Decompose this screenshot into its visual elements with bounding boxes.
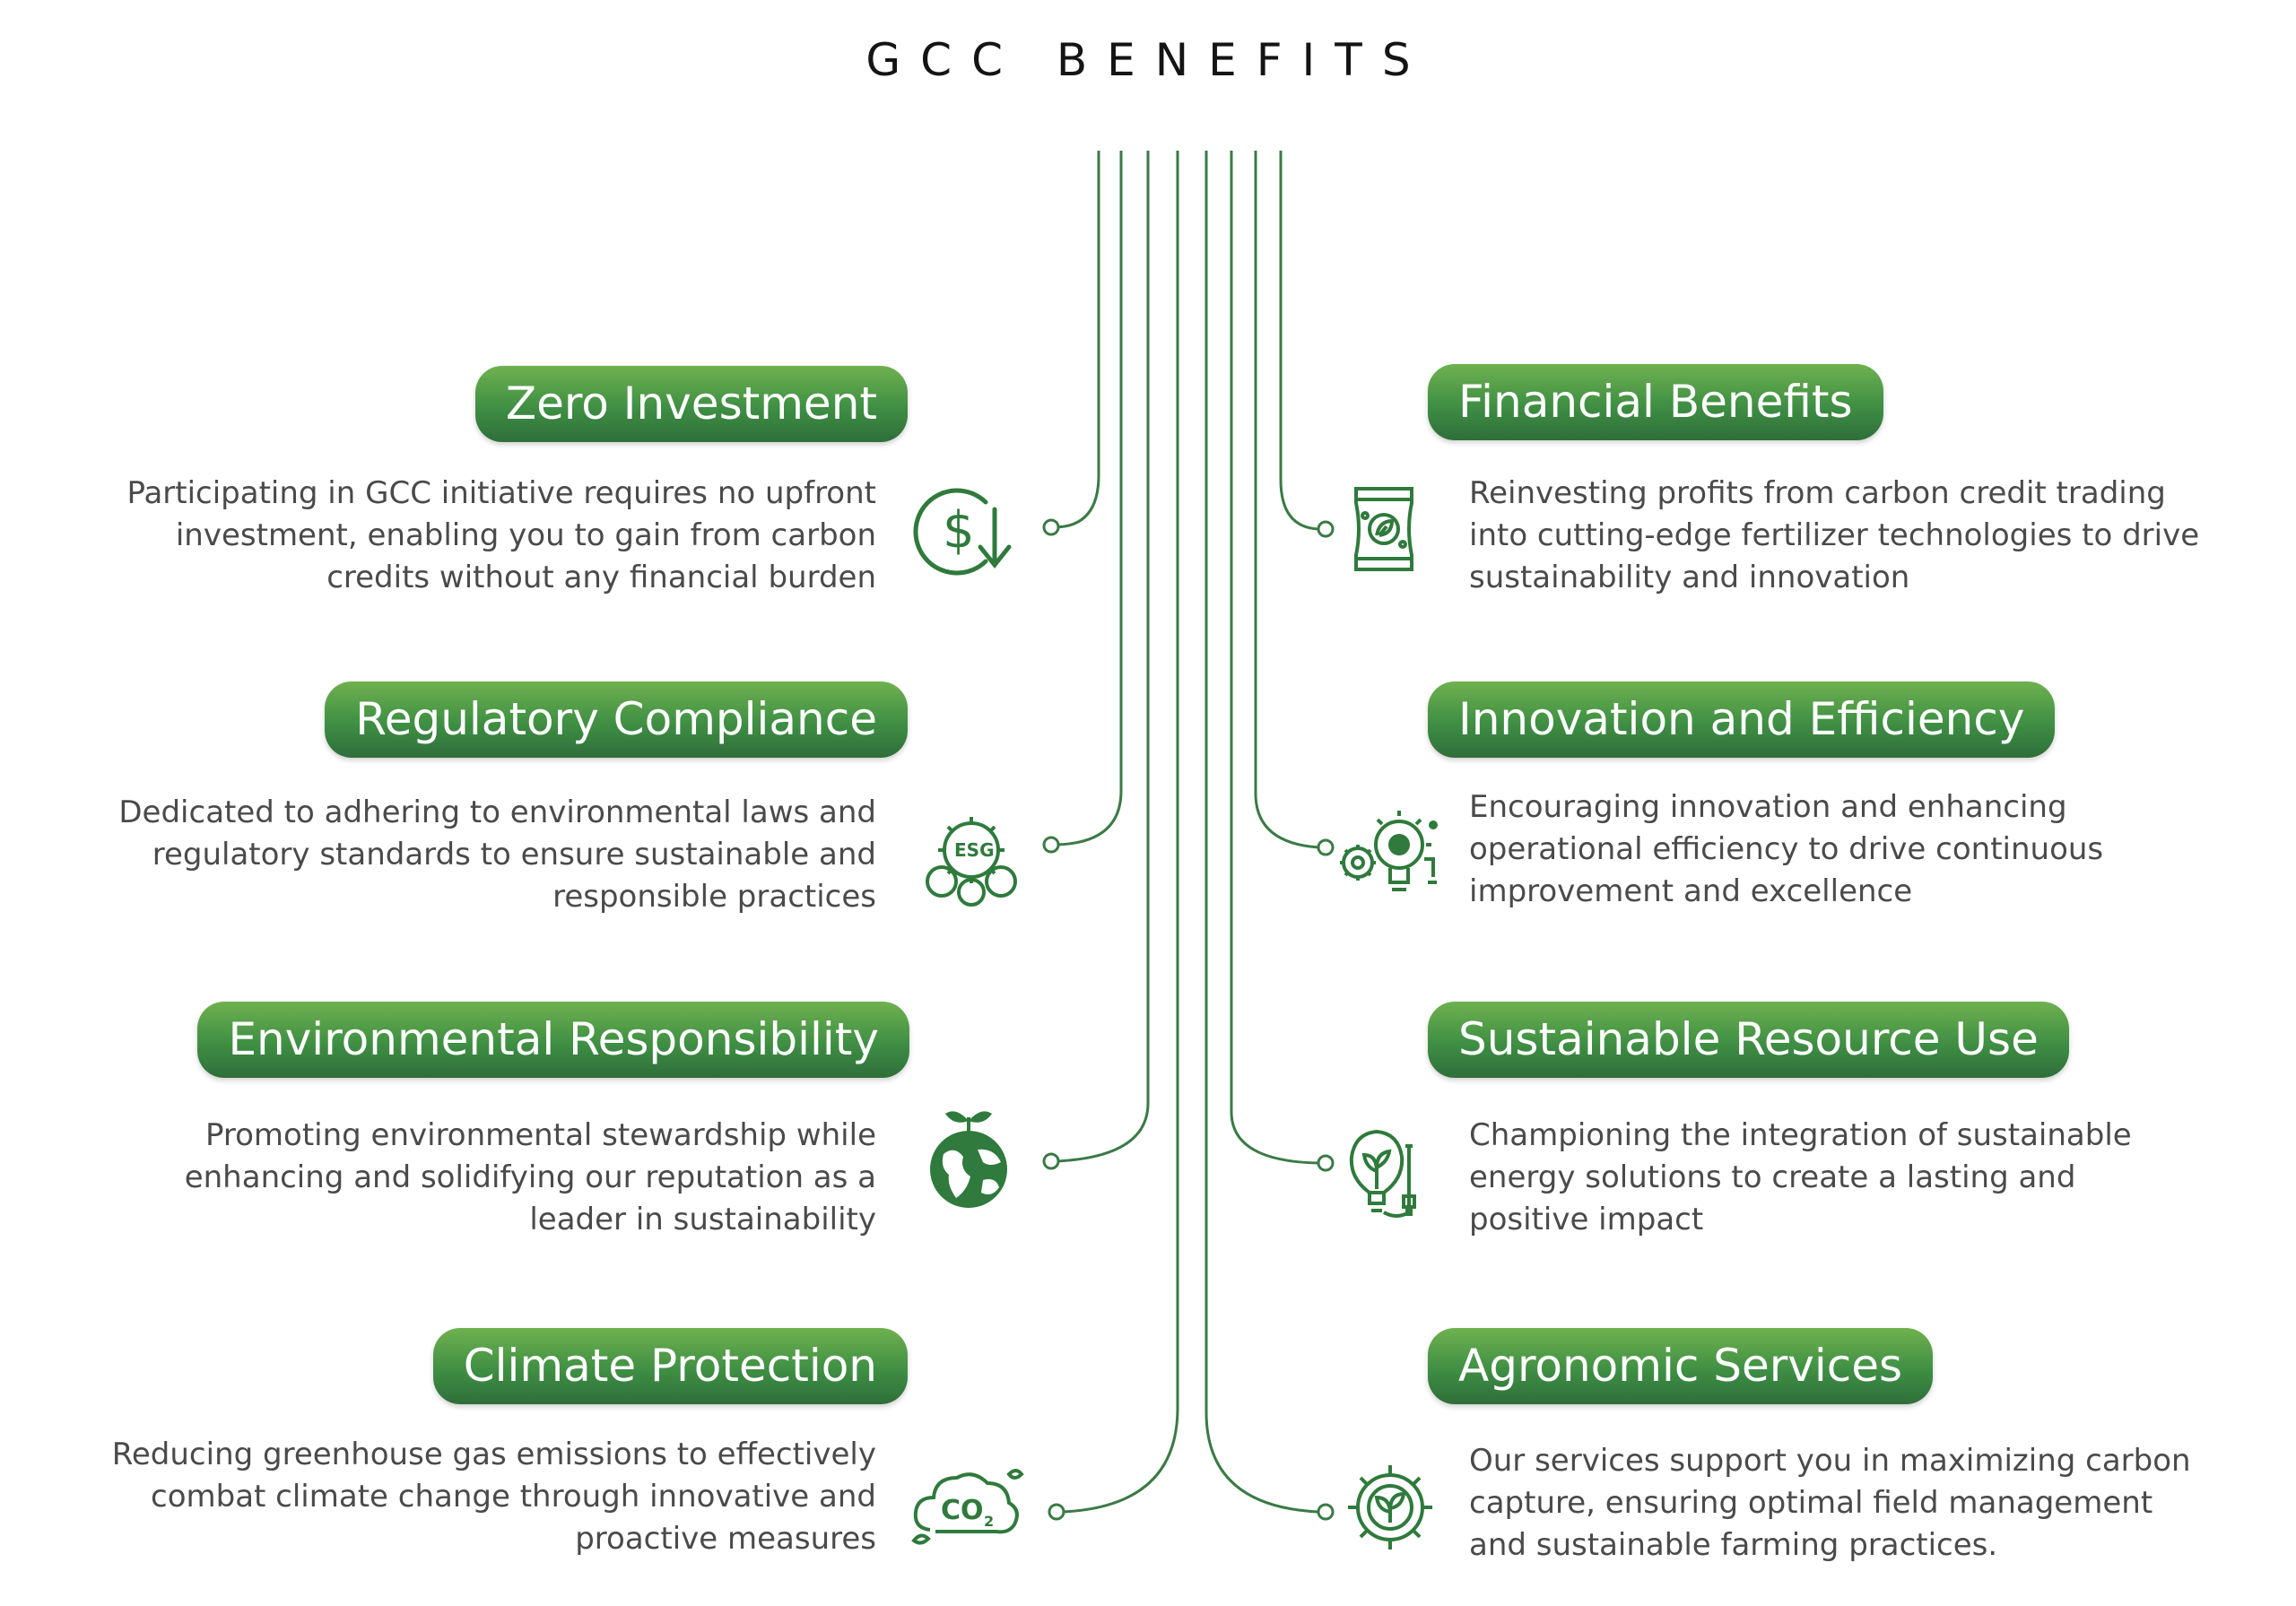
svg-text:ESG: ESG bbox=[954, 839, 994, 861]
zero-investment-title: Zero Investment bbox=[474, 366, 908, 442]
svg-text:CO: CO bbox=[941, 1495, 984, 1526]
regulatory-compliance-title: Regulatory Compliance bbox=[325, 681, 908, 758]
plant-gear-icon bbox=[1348, 1465, 1432, 1550]
connector-sustainable-resource-use bbox=[1230, 151, 1319, 1165]
zero-investment-desc: Participating in GCC initiative requires… bbox=[126, 475, 876, 595]
regulatory-compliance-desc: Dedicated to adhering to environmental l… bbox=[118, 794, 876, 915]
connector-innovation-efficiency bbox=[1254, 151, 1319, 849]
connector-dot-agronomic-services bbox=[1317, 1503, 1335, 1521]
dollar-down-icon: $ bbox=[913, 488, 1012, 576]
connector-dot-financial-benefits bbox=[1317, 520, 1335, 538]
sustainable-resource-use-desc: Championing the integration of sustainab… bbox=[1469, 1117, 2132, 1237]
agronomic-services-title: Agronomic Services bbox=[1428, 1328, 1934, 1404]
connector-dot-zero-investment bbox=[1042, 518, 1060, 536]
financial-benefits-title: Financial Benefits bbox=[1428, 364, 1883, 440]
co2-cloud-icon: CO 2 bbox=[911, 1469, 1024, 1545]
connector-dot-regulatory-compliance bbox=[1042, 836, 1060, 854]
idea-gear-icon bbox=[1340, 811, 1438, 891]
connector-climate-protection bbox=[1062, 151, 1179, 1514]
esg-gear-icon: ESG bbox=[926, 817, 1017, 907]
page-title: GCC BENEFITS bbox=[865, 34, 1431, 86]
connector-dot-sustainable-resource-use bbox=[1317, 1154, 1335, 1172]
sustainable-resource-use-title: Sustainable Resource Use bbox=[1428, 1002, 2069, 1078]
svg-text:2: 2 bbox=[984, 1513, 994, 1530]
fertilizer-bag-icon bbox=[1354, 487, 1413, 571]
connector-dot-environmental-responsibility bbox=[1042, 1152, 1060, 1170]
bulb-plug-icon bbox=[1349, 1129, 1416, 1218]
connector-financial-benefits bbox=[1279, 151, 1319, 531]
climate-protection-title: Climate Protection bbox=[432, 1328, 908, 1404]
climate-protection-desc: Reducing greenhouse gas emissions to eff… bbox=[111, 1437, 876, 1557]
connector-dot-climate-protection bbox=[1048, 1503, 1065, 1521]
innovation-efficiency-title: Innovation and Efficiency bbox=[1428, 681, 2056, 758]
connector-dot-innovation-efficiency bbox=[1317, 838, 1335, 856]
connector-zero-investment bbox=[1053, 151, 1100, 529]
environmental-responsibility-title: Environmental Responsibility bbox=[197, 1002, 909, 1078]
connector-regulatory-compliance bbox=[1056, 151, 1123, 846]
connector-environmental-responsibility bbox=[1056, 151, 1150, 1163]
innovation-efficiency-desc: Encouraging innovation and enhancing ope… bbox=[1469, 789, 2104, 909]
earth-plant-icon bbox=[930, 1111, 1007, 1208]
financial-benefits-desc: Reinvesting profits from carbon credit t… bbox=[1469, 475, 2200, 595]
environmental-responsibility-desc: Promoting environmental stewardship whil… bbox=[184, 1117, 876, 1237]
connector-agronomic-services bbox=[1205, 151, 1319, 1514]
svg-text:$: $ bbox=[943, 501, 975, 560]
agronomic-services-desc: Our services support you in maximizing c… bbox=[1469, 1443, 2191, 1563]
